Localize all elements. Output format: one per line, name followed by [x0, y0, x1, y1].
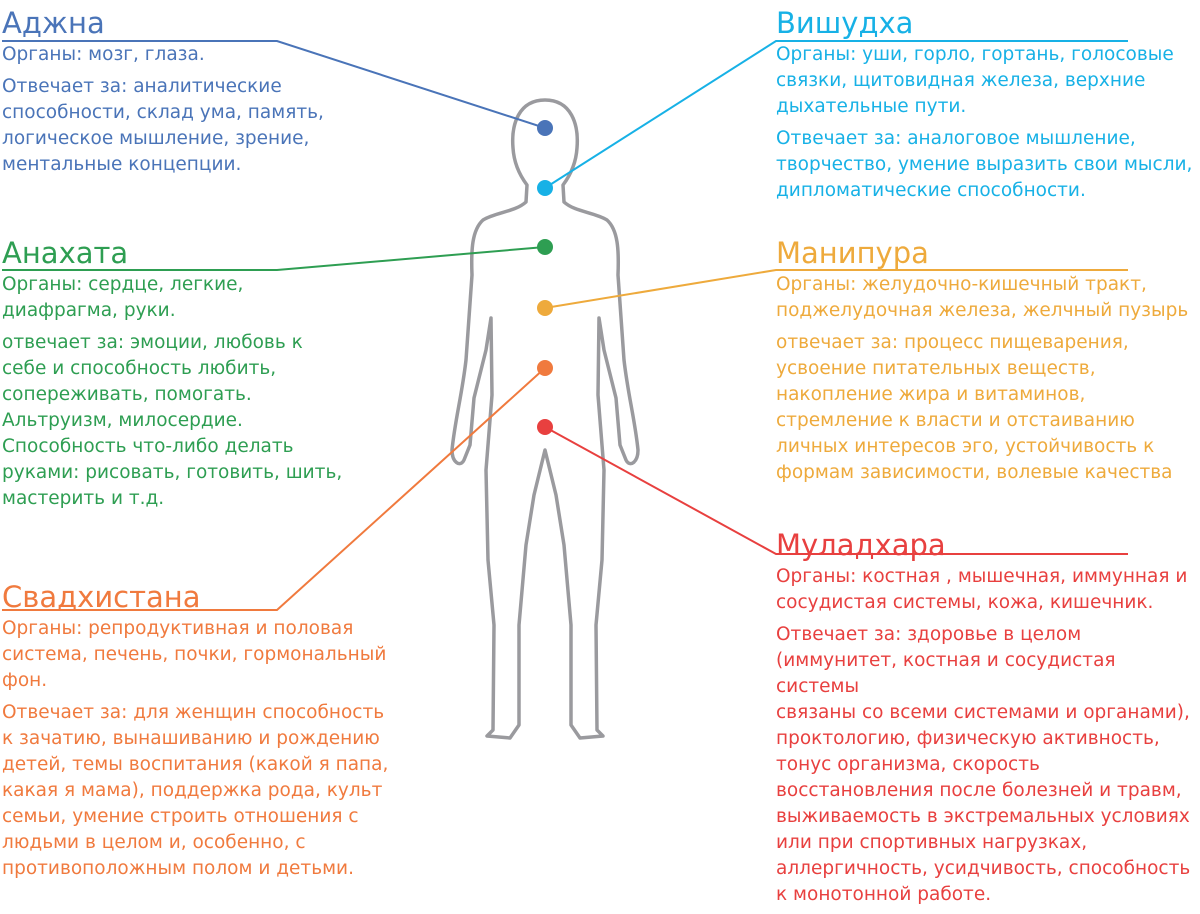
chakra-block-ajna: Аджна Органы: мозг, глаза. Отвечает за: … — [2, 6, 342, 184]
chakra-organs: Органы: репродуктивная и половая система… — [2, 618, 387, 691]
chakra-block-anahata: Анахата Органы: сердце, легкие, диафрагм… — [2, 236, 362, 518]
human-body-outline — [450, 98, 640, 740]
chakra-organs: Органы: сердце, легкие, диафрагма, руки. — [2, 274, 244, 321]
chakra-block-manipura: Манипура Органы: желудочно-кишечный трак… — [776, 236, 1196, 492]
connector-line-svadhisthana — [2, 367, 546, 611]
connector-line-manipura — [544, 269, 1128, 309]
chakra-title: Вишудха — [776, 6, 914, 40]
chakra-title: Аджна — [2, 6, 105, 40]
chakra-responsibility: Отвечает за: аналоговое мышление, творче… — [776, 128, 1193, 201]
connector-line-anahata — [2, 246, 546, 271]
chakra-responsibility: Отвечает за: здоровье в целом (иммунитет… — [776, 624, 1191, 905]
chakra-title: Свадхистана — [2, 580, 201, 614]
chakra-diagram — [2, 40, 1128, 740]
chakra-dot-svadhisthana — [537, 360, 553, 376]
chakra-title: Манипура — [776, 236, 929, 270]
chakra-dot-anahata — [537, 239, 553, 255]
chakra-responsibility: Отвечает за: для женщин способность к за… — [2, 702, 389, 879]
chakra-organs: Органы: мозг, глаза. — [2, 44, 205, 65]
chakra-organs: Органы: костная , мышечная, иммунная и с… — [776, 566, 1188, 613]
connector-line-ajna — [2, 40, 546, 129]
chakra-block-muladhara: Муладхара Органы: костная , мышечная, им… — [776, 528, 1198, 914]
chakra-title: Анахата — [2, 236, 129, 270]
connector-line-vishuddha — [544, 40, 1128, 189]
chakra-block-svadhisthana: Свадхистана Органы: репродуктивная и пол… — [2, 580, 402, 888]
connector-line-muladhara — [544, 426, 1128, 555]
chakra-dot-muladhara — [537, 419, 553, 435]
chakra-responsibility: отвечает за: эмоции, любовь к себе и спо… — [2, 332, 343, 509]
connector-lines — [2, 40, 1128, 611]
chakra-organs: Органы: уши, горло, гортань, голосовые с… — [776, 44, 1174, 117]
chakra-dot-ajna — [537, 120, 553, 136]
chakra-organs: Органы: желудочно-кишечный тракт, поджел… — [776, 274, 1189, 321]
chakra-title: Муладхара — [776, 528, 946, 562]
chakra-dots — [537, 120, 553, 435]
chakra-responsibility: отвечает за: процесс пищеварения, усвоен… — [776, 332, 1173, 483]
chakra-dot-manipura — [537, 300, 553, 316]
chakra-responsibility: Отвечает за: аналитические способности, … — [2, 76, 324, 175]
chakra-dot-vishuddha — [537, 180, 553, 196]
chakra-block-vishuddha: Вишудха Органы: уши, горло, гортань, гол… — [776, 6, 1196, 210]
